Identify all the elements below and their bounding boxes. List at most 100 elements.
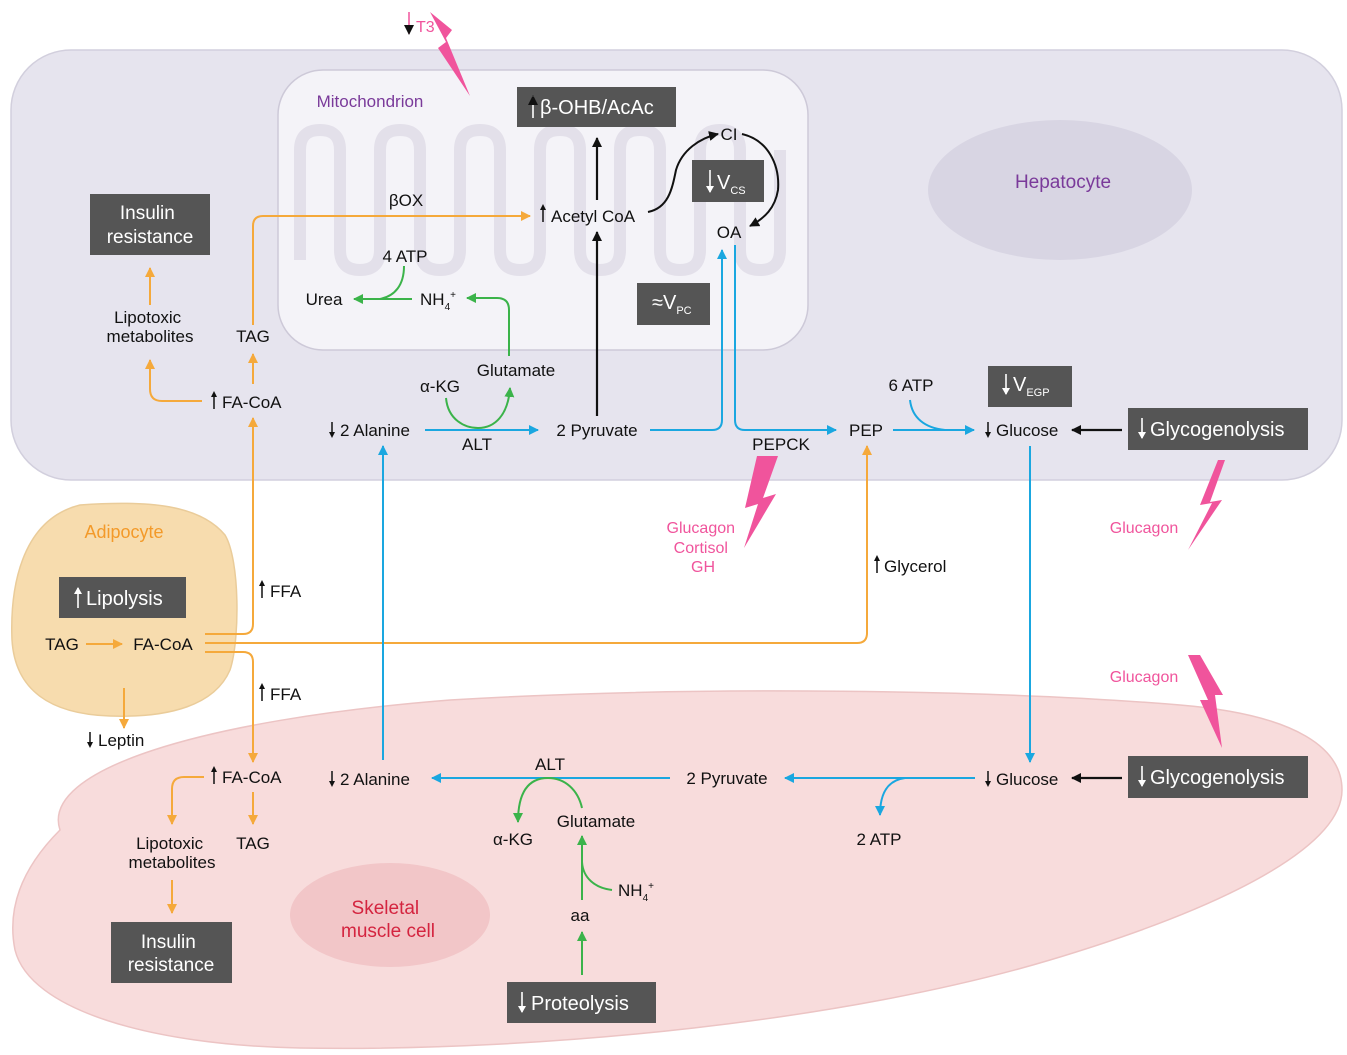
lipotoxic-liver-label: Lipotoxic metabolites — [107, 308, 194, 346]
arrow-oa-to-pep — [734, 245, 837, 435]
adipocyte-label: Adipocyte — [84, 522, 163, 542]
lightning-icon-glucagon-liver — [1188, 460, 1225, 550]
glucagon-cortisol-gh: Glucagon Cortisol GH — [667, 520, 740, 576]
bohb-label: β-OHB/AcAc — [540, 97, 654, 119]
beta-ox-label: βOX — [389, 191, 423, 210]
arrow-acetylcoa-to-ci — [647, 131, 719, 213]
glucagon-muscle-label: Glucagon — [1110, 669, 1179, 686]
glutamate-liver-label: Glutamate — [477, 361, 555, 380]
lipotoxic-liver-l1: Lipotoxic — [114, 308, 182, 327]
vcs-label: VCS — [717, 172, 746, 197]
arrow-nh4-to-aa — [581, 861, 613, 891]
vpc-label: ≈VPC — [652, 292, 692, 317]
arrow-glutamate-to-nh4-liver — [466, 293, 510, 356]
arrow-facoa-to-lipotoxic-muscle — [167, 776, 204, 825]
arrow-pyruvate-to-oa — [650, 249, 727, 431]
pyruvate-muscle-label: 2 Pyruvate — [686, 769, 767, 788]
nh4-muscle-label: NH4+ — [618, 881, 654, 904]
glucose-muscle-label: Glucose — [996, 770, 1058, 789]
ci-label: CI — [721, 125, 738, 144]
facoa-liver-label: FA-CoA — [222, 393, 282, 412]
skeletal-muscle-label-l1: Skeletal — [352, 898, 420, 919]
tag-adipocyte-label: TAG — [45, 635, 79, 654]
glutamate-muscle-label: Glutamate — [557, 812, 635, 831]
vegp-label: VEGP — [1013, 374, 1050, 399]
arrow-glycerol-to-pep — [205, 445, 872, 644]
insulin-resistance-liver-box — [90, 194, 210, 255]
arrow-akg-to-glutamate-liver — [445, 387, 515, 430]
gh-label: GH — [691, 559, 715, 576]
leptin-label: Leptin — [98, 731, 144, 750]
glucose-liver-label: Glucose — [996, 421, 1058, 440]
facoa-muscle-label: FA-CoA — [222, 768, 282, 787]
glycogenolysis-muscle-label: Glycogenolysis — [1150, 767, 1285, 789]
insulin-resistance-muscle-label: Insulin resistance — [128, 932, 215, 976]
arrow-six-atp-consumed — [909, 399, 946, 431]
ffa-bottom-label: FFA — [270, 685, 302, 704]
lipotoxic-muscle-l1: Lipotoxic — [136, 834, 204, 853]
insulin-resistance-muscle-box — [111, 922, 232, 983]
glucagon-label-a: Glucagon — [667, 520, 736, 537]
nh4-liver-sup: + — [450, 290, 456, 301]
mitochondrion-label: Mitochondrion — [317, 92, 424, 111]
vegp-box — [988, 366, 1072, 407]
lipotoxic-muscle-label: Lipotoxic metabolites — [129, 834, 216, 872]
pyruvate-liver-label: 2 Pyruvate — [556, 421, 637, 440]
nh4-muscle-sub: 4 — [643, 893, 649, 904]
vcs-box — [692, 160, 764, 202]
arrow-four-atp-consumed — [379, 265, 405, 300]
alanine-muscle-label: 2 Alanine — [340, 770, 410, 789]
two-atp-label: 2 ATP — [856, 830, 901, 849]
muscle-nucleus — [290, 863, 490, 967]
arrow-ffa-to-liver — [205, 417, 258, 635]
insulin-resistance-liver-l2: resistance — [107, 227, 194, 248]
arrow-facoa-to-lipotoxic-liver — [145, 359, 202, 402]
six-atp-label: 6 ATP — [888, 376, 933, 395]
glycogenolysis-liver-label: Glycogenolysis — [1150, 419, 1285, 441]
glucagon-liver-label: Glucagon — [1110, 520, 1179, 537]
pepck-label: PEPCK — [752, 435, 810, 454]
vpc-box — [637, 283, 710, 325]
alt-muscle-label: ALT — [535, 755, 565, 774]
insulin-resistance-muscle-l2: resistance — [128, 955, 215, 976]
proteolysis-label: Proteolysis — [531, 993, 629, 1015]
arrow-two-atp-produced — [875, 777, 906, 816]
insulin-resistance-liver-label: Insulin resistance — [107, 203, 194, 248]
bohb-box — [517, 87, 676, 127]
proteolysis-box — [507, 982, 656, 1023]
nh4-muscle-sup: + — [648, 881, 654, 892]
lipotoxic-liver-l2: metabolites — [107, 327, 194, 346]
arrow-glutamate-to-akg-muscle — [513, 776, 583, 823]
nh4-liver-label: NH4+ — [420, 290, 456, 313]
lipolysis-box — [59, 577, 186, 618]
pep-label: PEP — [849, 421, 883, 440]
glycerol-label: Glycerol — [884, 557, 946, 576]
alanine-liver-label: 2 Alanine — [340, 421, 410, 440]
acetyl-coa-label: Acetyl CoA — [551, 207, 636, 226]
hepatocyte-nucleus — [928, 120, 1192, 260]
lightning-icon-glucagon-muscle — [1188, 655, 1223, 748]
insulin-resistance-muscle-l1: Insulin — [141, 932, 196, 953]
nh4-liver-sub: 4 — [445, 302, 451, 313]
vegp-sub: EGP — [1026, 387, 1049, 399]
insulin-resistance-liver-l1: Insulin — [120, 203, 175, 224]
urea-label: Urea — [306, 290, 343, 309]
oa-label: OA — [717, 223, 742, 242]
lipotoxic-muscle-l2: metabolites — [129, 853, 216, 872]
lightning-icon-pepck — [744, 456, 778, 548]
lipolysis-label: Lipolysis — [86, 588, 163, 610]
vpc-sub: PC — [676, 305, 691, 317]
akg-muscle-label: α-KG — [493, 830, 533, 849]
hepatocyte-label: Hepatocyte — [1015, 172, 1111, 193]
tag-liver-label: TAG — [236, 327, 270, 346]
aa-label: aa — [571, 906, 590, 925]
four-atp-label: 4 ATP — [382, 247, 427, 266]
tag-muscle-label: TAG — [236, 834, 270, 853]
ffa-top-label: FFA — [270, 582, 302, 601]
skeletal-muscle-label: Skeletal muscle cell — [341, 898, 435, 942]
vcs-sub: CS — [730, 185, 745, 197]
arrow-tag-to-acetylcoa — [252, 211, 531, 325]
facoa-adipocyte-label: FA-CoA — [133, 635, 193, 654]
arrow-ci-to-oa — [741, 133, 780, 227]
cortisol-label: Cortisol — [674, 540, 728, 557]
